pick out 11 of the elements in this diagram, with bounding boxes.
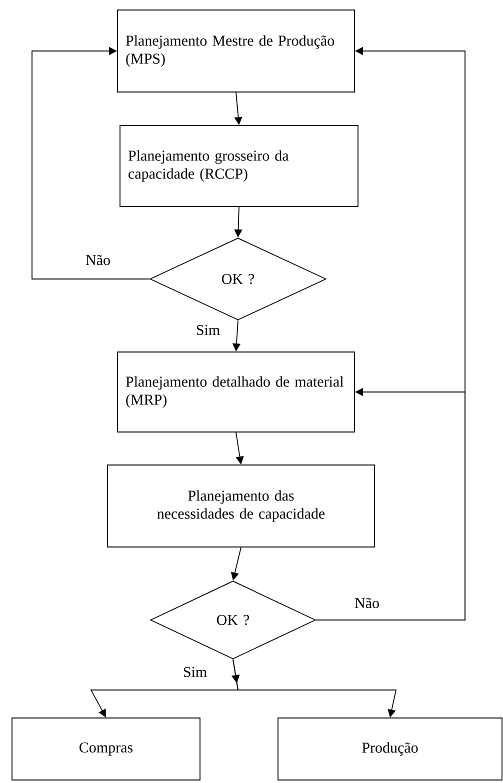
edge-label: Não	[354, 596, 380, 610]
edge-label: Sim	[182, 666, 208, 678]
process-box: Planejamento das necessidades de capacidade	[107, 464, 375, 548]
edge-label: Sim	[194, 324, 222, 336]
process-box: Planejamento Mestre de Produção (MPS)	[117, 10, 355, 92]
process-box: Produção	[278, 718, 502, 780]
process-box: Planejamento detalhado de material (MRP)	[117, 352, 355, 432]
arrow	[32, 46, 150, 280]
process-box: Planejamento grosseiro da capacidade (RCCP)	[120, 125, 358, 207]
edge-label: Não	[84, 254, 112, 266]
process-box: Compras	[12, 718, 200, 780]
